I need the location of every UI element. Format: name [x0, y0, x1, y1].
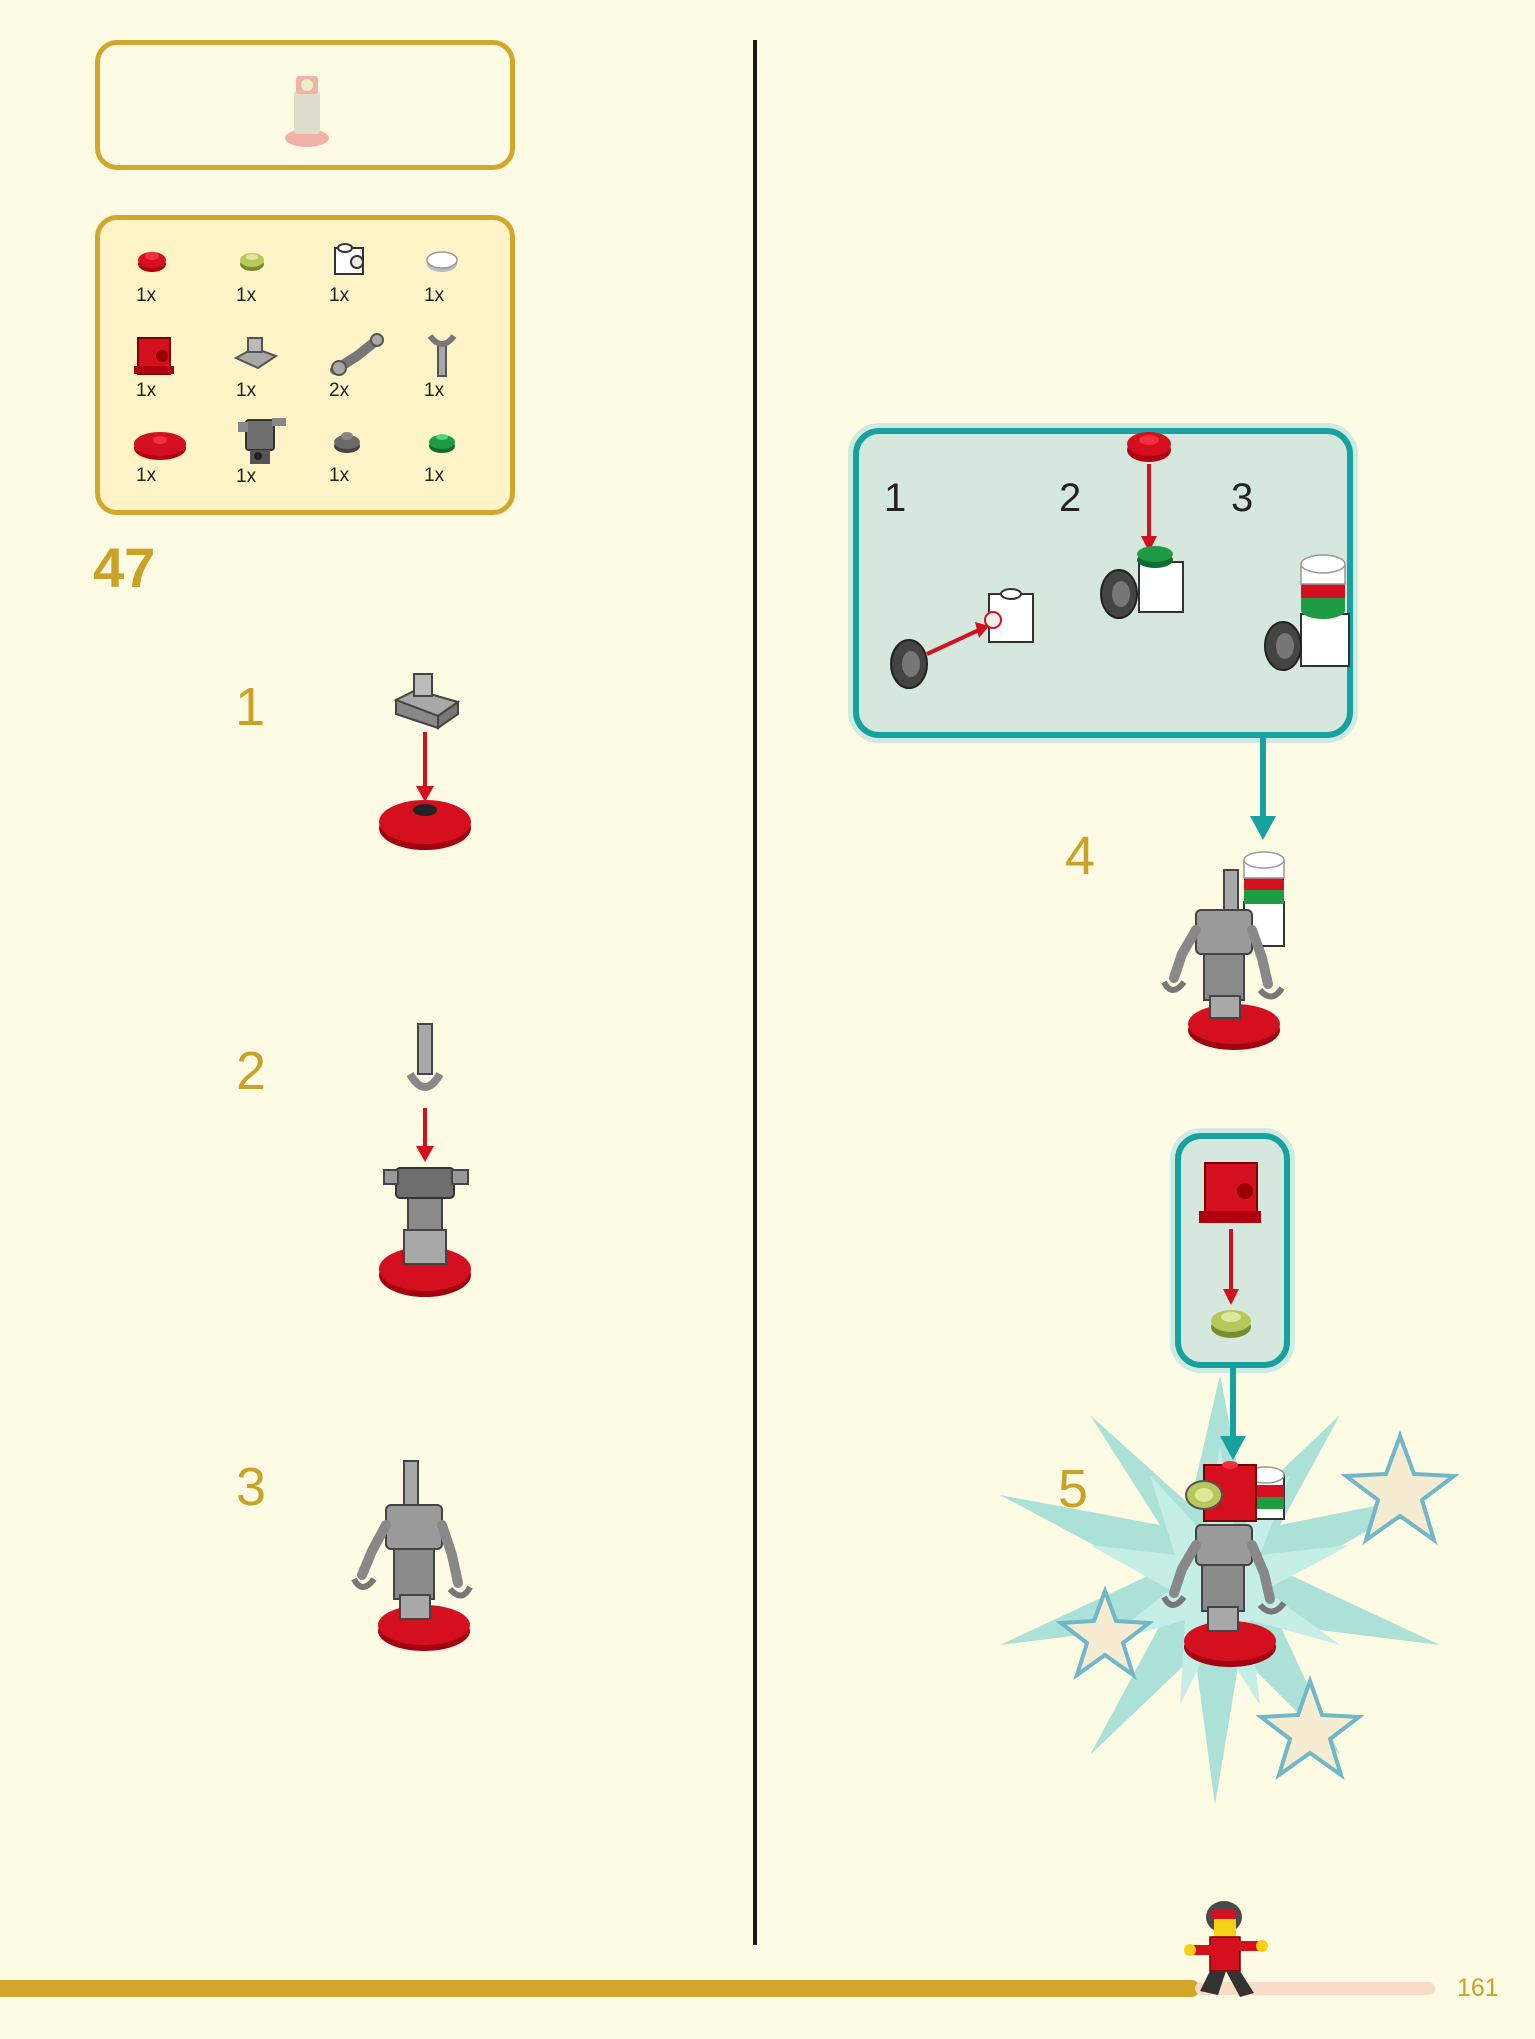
- step-2-illustration: [379, 1023, 471, 1297]
- red-round-plate-icon: [138, 252, 166, 272]
- connector-arrow: [1250, 736, 1276, 840]
- step-number: 5: [1058, 1459, 1089, 1519]
- green-round-plate-icon: [429, 434, 455, 453]
- part-qty: 1x: [136, 285, 157, 306]
- white-bracket-brick-icon: [334, 243, 364, 275]
- part-item: 1x: [412, 420, 502, 500]
- part-qty: 1x: [329, 285, 350, 306]
- model-preview-box: [95, 40, 515, 170]
- part-item: 1x: [317, 420, 407, 500]
- step-number: 4: [1065, 826, 1096, 886]
- substep-3-illustration: [1264, 554, 1350, 671]
- part-item: 1x: [412, 330, 502, 410]
- connector-arrow: [1220, 1366, 1246, 1460]
- substep-2-illustration: [1100, 432, 1184, 619]
- parts-list-box: 1x 1x 1x 1x 1x 1x 2x 1x 1x 1x 1x: [95, 215, 515, 515]
- page-number: 161: [1457, 1974, 1499, 2002]
- substep-5-illustration: [1199, 1162, 1261, 1338]
- red-round-base-icon: [134, 432, 186, 460]
- gray-droid-torso-icon: [238, 418, 286, 464]
- part-item: 1x: [222, 330, 312, 410]
- page-divider: [753, 40, 757, 1945]
- step-number: 2: [236, 1041, 267, 1101]
- star-icon: [1340, 1430, 1460, 1545]
- progress-track: [1195, 1982, 1435, 1995]
- step-5-callout: [1175, 1133, 1290, 1368]
- step-number: 3: [236, 1457, 267, 1517]
- dark-gray-round-plate-icon: [334, 432, 360, 453]
- part-item: 1x: [317, 240, 407, 320]
- substep-1-illustration: [890, 588, 1034, 689]
- part-qty: 1x: [136, 465, 157, 486]
- part-item: 1x: [412, 240, 502, 320]
- white-round-tile-icon: [426, 251, 458, 272]
- star-icon: [1055, 1585, 1155, 1680]
- gray-bar-holder-icon: [427, 334, 457, 377]
- part-item: 1x: [122, 420, 212, 500]
- gray-arm-icon: [330, 333, 384, 376]
- part-qty: 1x: [136, 380, 157, 401]
- part-qty: 1x: [424, 465, 445, 486]
- part-qty: 1x: [236, 285, 257, 306]
- part-qty: 1x: [329, 465, 350, 486]
- part-item: 1x: [222, 240, 312, 320]
- part-item: 2x: [317, 330, 407, 410]
- substep-number: 2: [1059, 476, 1082, 520]
- step-3-illustration: [351, 1460, 473, 1651]
- part-item: 1x: [122, 330, 212, 410]
- step-number: 1: [235, 677, 266, 737]
- part-qty: 2x: [329, 380, 350, 401]
- step-5-illustration: [1161, 1461, 1287, 1667]
- subassembly-callout: 1 2 3: [853, 428, 1353, 738]
- part-item: 1x: [222, 410, 312, 490]
- part-item: 1x: [122, 240, 212, 320]
- lime-round-plate-icon: [240, 253, 264, 271]
- substep-number: 1: [884, 476, 907, 520]
- droid-preview-icon: [285, 76, 329, 147]
- star-icon: [1255, 1675, 1365, 1780]
- running-ninja-icon: [1184, 1901, 1268, 1997]
- part-qty: 1x: [424, 380, 445, 401]
- part-qty: 1x: [236, 380, 257, 401]
- red-headlight-brick-icon: [134, 337, 174, 375]
- step-group-number: 47: [93, 536, 156, 599]
- step-4-illustration: [1161, 851, 1285, 1050]
- part-qty: 1x: [236, 466, 257, 487]
- progress-bar: [0, 1980, 1200, 1997]
- part-qty: 1x: [424, 285, 445, 306]
- gray-clip-plate-icon: [233, 337, 279, 370]
- substep-number: 3: [1231, 476, 1254, 520]
- step-1-illustration: [379, 673, 471, 850]
